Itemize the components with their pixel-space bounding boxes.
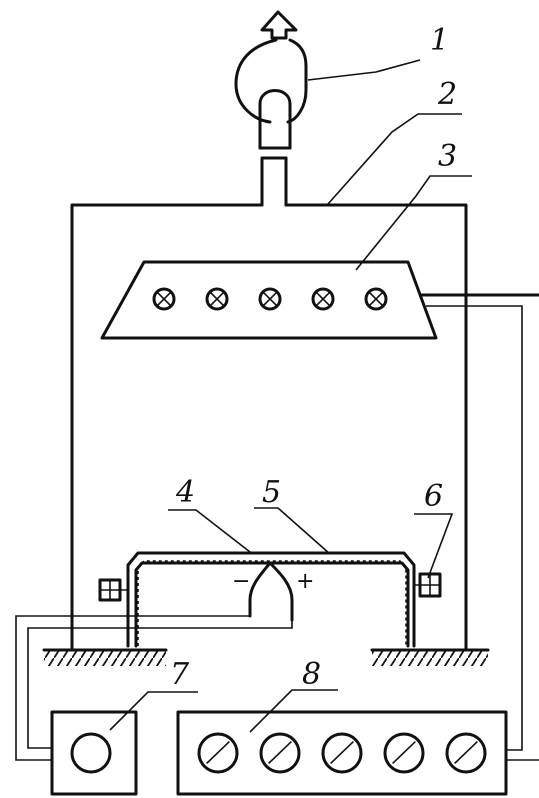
meter-block xyxy=(176,710,508,796)
gauge-group xyxy=(197,732,487,774)
lamp-supply-wire xyxy=(420,293,539,761)
lamp xyxy=(205,287,229,311)
exhaust-fan xyxy=(234,10,308,150)
lamp-group xyxy=(152,287,388,311)
lamp xyxy=(152,287,176,311)
thermocouple-wiring xyxy=(15,615,293,761)
exhaust-duct xyxy=(260,156,288,207)
callout-leaders xyxy=(109,59,472,733)
callout-5: 5 xyxy=(262,475,281,510)
lamp xyxy=(258,287,282,311)
clamp-right xyxy=(414,572,442,598)
gauge xyxy=(383,732,425,774)
clamp-left xyxy=(98,578,128,602)
chamber-housing xyxy=(70,203,468,650)
gauge xyxy=(321,732,363,774)
plus-sign: + xyxy=(296,569,314,594)
callout-7: 7 xyxy=(170,657,190,692)
lamp xyxy=(311,287,335,311)
gauge xyxy=(197,732,239,774)
sample-plate xyxy=(126,551,416,648)
callout-8: 8 xyxy=(302,657,321,692)
gauge xyxy=(259,732,301,774)
lamp xyxy=(364,287,388,311)
thermocouple: − + xyxy=(232,561,314,622)
galvanometer xyxy=(50,710,138,796)
callout-3: 3 xyxy=(438,139,457,174)
minus-sign: − xyxy=(232,569,250,594)
gauge xyxy=(445,732,487,774)
callout-2: 2 xyxy=(437,77,457,112)
callout-4: 4 xyxy=(175,475,195,510)
callout-6: 6 xyxy=(424,479,443,514)
ground xyxy=(42,648,490,666)
callout-1: 1 xyxy=(430,23,449,58)
lamp-panel xyxy=(100,260,438,340)
